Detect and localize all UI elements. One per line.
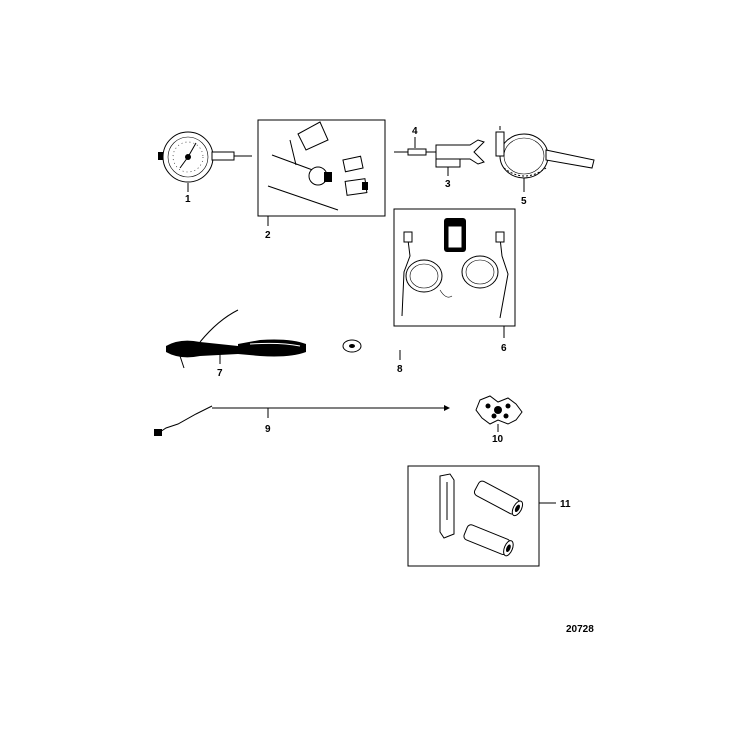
- callout-10: 10: [492, 434, 504, 445]
- callout-11: 11: [560, 499, 571, 510]
- dial-indicator-illustration: [158, 131, 252, 183]
- alignment-tool-set-box: [407, 465, 540, 567]
- probe-tool-illustration: [394, 139, 485, 168]
- adaptor-kit-box: [257, 119, 386, 217]
- driver-tool-illustration: [166, 309, 306, 369]
- small-fitting-illustration: [342, 339, 362, 353]
- callout-5: 5: [521, 196, 527, 207]
- callout-7: 7: [217, 368, 223, 379]
- callout-6: 6: [501, 343, 507, 354]
- callout-8: 8: [397, 364, 403, 375]
- lead-wire-illustration: [154, 405, 450, 436]
- spline-socket-illustration: [475, 395, 523, 425]
- test-harness-kit-box: [393, 208, 516, 327]
- callout-9: 9: [265, 424, 271, 435]
- ring-compressor-illustration: [495, 126, 595, 179]
- callout-2: 2: [265, 230, 271, 241]
- figure-id: 20728: [566, 624, 594, 635]
- callout-1: 1: [185, 194, 191, 205]
- callout-3: 3: [445, 179, 451, 190]
- callout-4: 4: [412, 126, 418, 137]
